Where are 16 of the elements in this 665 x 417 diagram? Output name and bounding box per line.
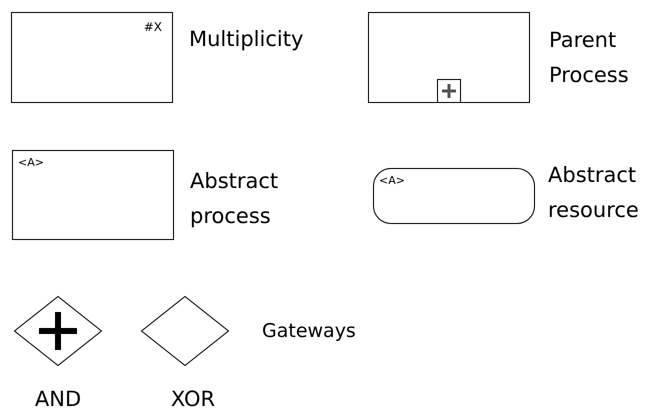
abstract-marker: <A> <box>379 174 405 187</box>
multiplicity-marker: #X <box>144 20 162 34</box>
gateway-diamond <box>14 296 102 366</box>
gateway-label: XOR <box>170 386 216 413</box>
shape-label: Multiplicity <box>189 26 304 53</box>
process-box <box>11 12 173 103</box>
abstract-marker: <A> <box>18 156 44 169</box>
process-box <box>368 12 530 103</box>
shape-label: Abstract resource <box>548 162 640 224</box>
resource-box <box>373 168 535 224</box>
process-box <box>12 150 174 240</box>
gateway-diamond <box>141 296 229 366</box>
gateway-label: AND <box>34 386 82 413</box>
shape-label: Abstract process <box>190 168 280 230</box>
group-label: Gateways <box>262 319 356 344</box>
shape-label: Parent Process <box>549 27 630 89</box>
